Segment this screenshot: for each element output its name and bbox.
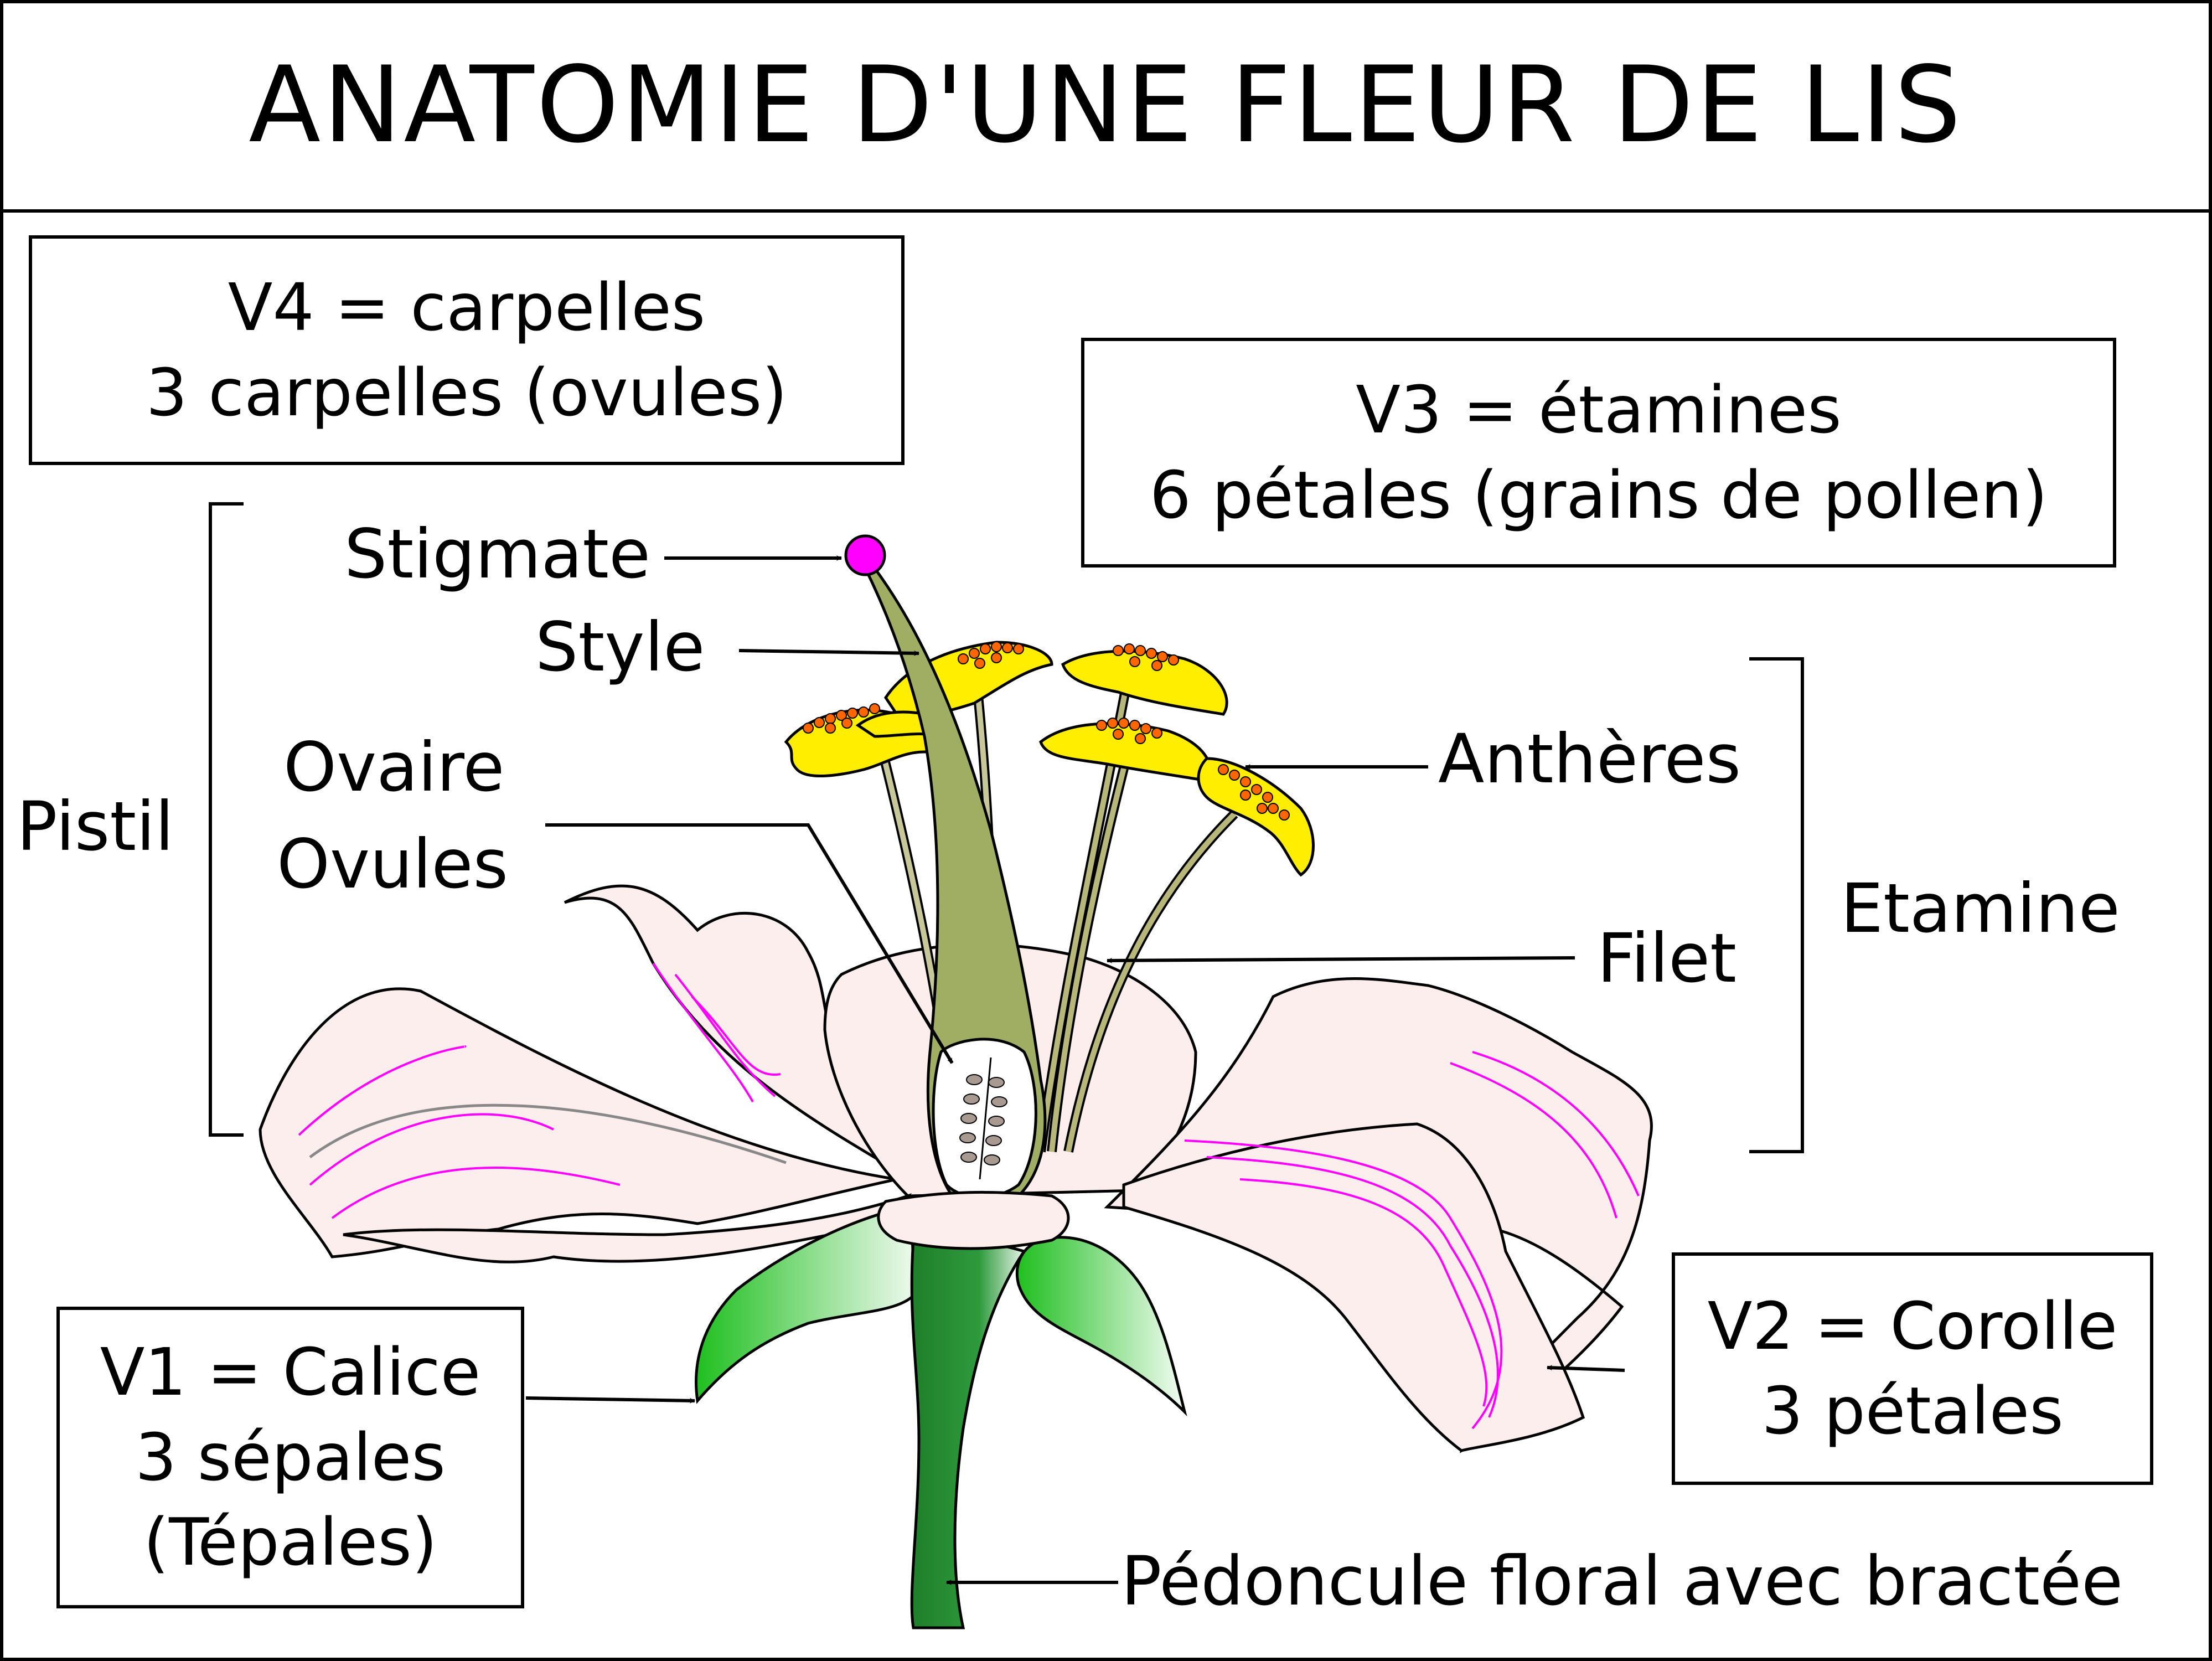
label-pedoncule: Pédoncule floral avec bractée bbox=[1121, 1542, 2123, 1621]
tepal-left bbox=[259, 987, 897, 1258]
box-v1-line2: 3 sépales bbox=[135, 1418, 446, 1495]
box-v4-carpelles: V4 = carpelles 3 carpelles (ovules) bbox=[29, 235, 905, 465]
filet-arrow bbox=[1107, 956, 1575, 963]
ovaire-pointer bbox=[545, 823, 954, 1064]
anther-3 bbox=[1061, 649, 1228, 716]
label-ovules: Ovules bbox=[277, 825, 509, 904]
box-v4-line1: V4 = carpelles bbox=[228, 269, 706, 346]
tepal-front-lower-left bbox=[343, 1193, 912, 1263]
label-etamine: Etamine bbox=[1841, 869, 2120, 948]
receptacle bbox=[877, 1190, 1070, 1250]
label-style: Style bbox=[535, 608, 705, 687]
anther-5 bbox=[1197, 757, 1315, 877]
page-title: ANATOMIE D'UNE FLEUR DE LIS bbox=[249, 43, 1963, 166]
label-antheres: Anthères bbox=[1438, 720, 1741, 798]
calice-arrow bbox=[525, 1396, 695, 1404]
tepal-right-lower bbox=[1122, 1122, 1585, 1452]
label-ovaire: Ovaire bbox=[283, 728, 505, 807]
box-v1-line1: V1 = Calice bbox=[100, 1334, 481, 1411]
title-bar: ANATOMIE D'UNE FLEUR DE LIS bbox=[0, 0, 2212, 213]
box-v1-calice: V1 = Calice 3 sépales (Tépales) bbox=[56, 1307, 524, 1608]
box-v3-line2: 6 pétales (grains de pollen) bbox=[1149, 456, 2048, 533]
label-pistil: Pistil bbox=[17, 787, 174, 866]
box-v1-line3: (Tépales) bbox=[143, 1504, 437, 1581]
box-v2-line2: 3 pétales bbox=[1761, 1373, 2064, 1449]
ovary bbox=[932, 1038, 1037, 1199]
ovules bbox=[959, 1074, 1007, 1165]
etamine-bracket bbox=[1749, 657, 1804, 1153]
pollen-grains bbox=[803, 641, 1290, 821]
box-v2-corolle: V2 = Corolle 3 pétales bbox=[1672, 1252, 2153, 1485]
style-arrow bbox=[738, 649, 919, 656]
box-v2-line1: V2 = Corolle bbox=[1707, 1287, 2118, 1364]
label-filet: Filet bbox=[1597, 919, 1736, 998]
label-stigmate: Stigmate bbox=[344, 515, 651, 594]
stigma bbox=[844, 534, 886, 576]
sepal-right bbox=[1015, 1236, 1187, 1417]
pointers bbox=[525, 555, 1625, 1585]
stem bbox=[910, 1236, 1026, 1629]
pistil-bracket bbox=[209, 502, 244, 1137]
box-v3-line1: V3 = étamines bbox=[1356, 372, 1842, 448]
corolle-arrow bbox=[1547, 1365, 1625, 1372]
box-v3-etamines: V3 = étamines 6 pétales (grains de polle… bbox=[1081, 338, 2116, 568]
box-v4-line2: 3 carpelles (ovules) bbox=[146, 354, 788, 431]
